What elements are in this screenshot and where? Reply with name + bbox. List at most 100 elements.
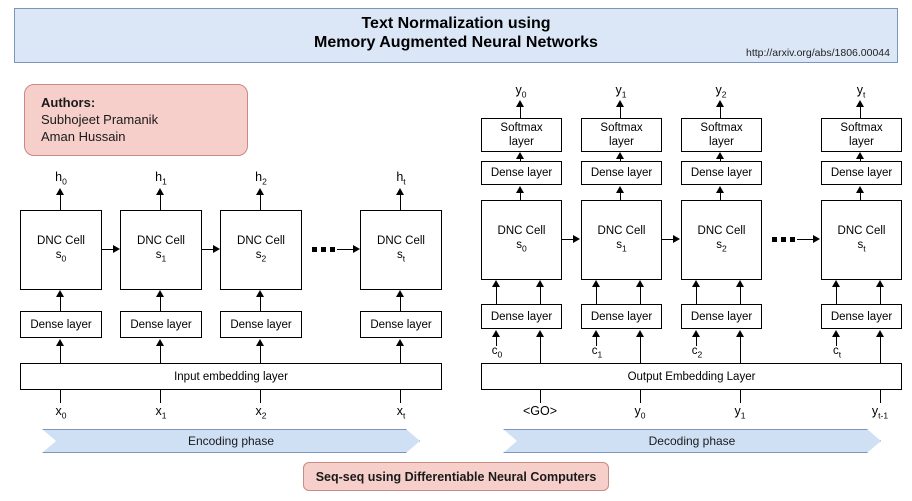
encoder-input-tick-0 xyxy=(60,390,62,403)
encoder-recurrent-line-1 xyxy=(202,249,213,251)
decoder-dense-to-cell-line-b-1 xyxy=(640,286,642,304)
decoder-context-line-3 xyxy=(836,336,838,346)
encoder-input-tick-2 xyxy=(260,390,262,403)
encoder-input-label-0: x0 xyxy=(55,404,67,421)
output-embedding-layer[interactable]: Output Embedding Layer xyxy=(481,363,902,390)
decoder-dense-to-cell-arrow-b-0 xyxy=(536,280,544,287)
input-embedding-layer[interactable]: Input embedding layer xyxy=(20,363,442,390)
decoder-dense-to-softmax-arrow-1 xyxy=(616,152,624,159)
encoder-ellipsis xyxy=(312,247,335,252)
decoder-cell-to-dense-arrow-0 xyxy=(516,186,524,193)
decoder-dense-to-cell-line-b-0 xyxy=(540,286,542,304)
encoder-out-line-0 xyxy=(60,194,62,210)
decoder-dense-to-cell-arrow-b-3 xyxy=(876,280,884,287)
decoder-input-tick-2 xyxy=(740,390,742,403)
decoder-dense-to-softmax-line-3 xyxy=(860,158,862,161)
encoder-recurrent-arrow-2 xyxy=(353,245,360,253)
decoder-dense-to-softmax-arrow-3 xyxy=(856,152,864,159)
decoder-output-label-0: y0 xyxy=(515,83,527,100)
decoder-dense-to-cell-line-b-3 xyxy=(880,286,882,304)
header-banner xyxy=(14,8,898,63)
decoder-embed-to-dense-line-2 xyxy=(740,336,742,363)
decoder-out-arrow-2 xyxy=(716,100,724,107)
decoder-dense-out-layer-3[interactable]: Dense layer xyxy=(821,161,902,185)
encoder-dnc-cell-1[interactable]: DNC Cell s1 xyxy=(120,210,202,290)
decoder-out-line-1 xyxy=(620,106,622,118)
encoder-dense-layer-3[interactable]: Dense layer xyxy=(360,311,442,338)
decoder-dense-in-layer-0[interactable]: Dense layer xyxy=(481,304,562,329)
decoder-out-arrow-0 xyxy=(516,100,524,107)
encoder-output-label-0: h0 xyxy=(55,170,67,187)
encoder-input-tick-3 xyxy=(400,390,402,403)
encoder-embed-to-dense-line-1 xyxy=(160,345,162,363)
decoder-dnc-cell-1[interactable]: DNC Cell s1 xyxy=(581,200,662,280)
encoder-dense-layer-2[interactable]: Dense layer xyxy=(220,311,302,338)
decoder-cell-to-dense-line-0 xyxy=(520,192,522,200)
encoding-phase-label: Encoding phase xyxy=(187,434,275,448)
decoder-dnc-cell-2[interactable]: DNC Cell s2 xyxy=(681,200,762,280)
title-line-2: Memory Augmented Neural Networks xyxy=(314,34,598,51)
encoder-recurrent-line-0 xyxy=(102,249,113,251)
decoder-dnc-cell-0[interactable]: DNC Cell s0 xyxy=(481,200,562,280)
decoder-recurrent-arrow-2 xyxy=(813,235,820,243)
encoder-recurrent-line-2 xyxy=(337,249,353,251)
decoder-dense-out-layer-1[interactable]: Dense layer xyxy=(581,161,662,185)
decoder-dense-out-layer-0[interactable]: Dense layer xyxy=(481,161,562,185)
decoder-dense-to-softmax-line-0 xyxy=(520,158,522,161)
decoder-cell-to-dense-arrow-3 xyxy=(856,186,864,193)
decoding-phase-label: Decoding phase xyxy=(648,434,736,448)
decoder-embed-to-dense-line-0 xyxy=(540,336,542,363)
decoder-output-label-1: y1 xyxy=(615,83,627,100)
decoder-recurrent-line-2 xyxy=(797,239,813,241)
decoder-dense-in-layer-2[interactable]: Dense layer xyxy=(681,304,762,329)
decoder-dense-to-softmax-arrow-0 xyxy=(516,152,524,159)
decoder-recurrent-line-0 xyxy=(562,239,573,241)
encoder-input-label-2: x2 xyxy=(255,404,267,421)
encoder-embed-to-dense-arrow-2 xyxy=(256,339,264,346)
decoder-recurrent-arrow-0 xyxy=(573,235,580,243)
decoder-dnc-cell-3[interactable]: DNC Cell st xyxy=(821,200,902,280)
decoder-out-arrow-3 xyxy=(856,100,864,107)
encoder-embed-to-dense-line-0 xyxy=(60,345,62,363)
encoder-dnc-cell-2[interactable]: DNC Cell s2 xyxy=(220,210,302,290)
paper-url-link[interactable]: http://arxiv.org/abs/1806.00044 xyxy=(746,47,890,59)
encoder-dense-layer-0[interactable]: Dense layer xyxy=(20,311,102,338)
decoder-cell-to-dense-line-3 xyxy=(860,192,862,200)
decoding-phase-banner: Decoding phase xyxy=(503,429,881,453)
decoder-dense-in-layer-3[interactable]: Dense layer xyxy=(821,304,902,329)
decoder-input-label-0: <GO> xyxy=(522,404,558,418)
decoder-context-arrow-0 xyxy=(492,330,500,337)
decoder-dense-to-cell-arrow-a-2 xyxy=(692,280,700,287)
encoder-out-arrow-2 xyxy=(256,188,264,195)
encoder-out-arrow-3 xyxy=(396,188,404,195)
caption-text: Seq-seq using Differentiable Neural Comp… xyxy=(315,469,597,484)
encoder-recurrent-arrow-0 xyxy=(113,245,120,253)
decoder-context-arrow-2 xyxy=(692,330,700,337)
decoder-context-arrow-1 xyxy=(592,330,600,337)
decoder-context-arrow-3 xyxy=(832,330,840,337)
decoder-input-label-3: yt-1 xyxy=(871,404,889,421)
decoder-input-tick-0 xyxy=(540,390,542,403)
encoder-dense-to-cell-arrow-0 xyxy=(56,290,64,297)
encoder-input-tick-1 xyxy=(160,390,162,403)
decoder-output-label-3: yt xyxy=(856,83,866,100)
encoder-dnc-cell-3[interactable]: DNC Cell st xyxy=(360,210,442,290)
decoder-input-tick-1 xyxy=(640,390,642,403)
decoder-dense-out-layer-2[interactable]: Dense layer xyxy=(681,161,762,185)
encoder-dense-layer-1[interactable]: Dense layer xyxy=(120,311,202,338)
encoder-dense-to-cell-line-0 xyxy=(60,296,62,311)
decoder-dense-in-layer-1[interactable]: Dense layer xyxy=(581,304,662,329)
encoder-out-arrow-0 xyxy=(56,188,64,195)
encoder-input-label-3: xt xyxy=(396,404,406,421)
encoder-out-line-3 xyxy=(400,194,402,210)
encoder-dnc-cell-0[interactable]: DNC Cell s0 xyxy=(20,210,102,290)
decoder-dense-to-cell-arrow-a-3 xyxy=(832,280,840,287)
encoder-dense-to-cell-arrow-3 xyxy=(396,290,404,297)
decoder-out-line-0 xyxy=(520,106,522,118)
encoder-out-line-1 xyxy=(160,194,162,210)
